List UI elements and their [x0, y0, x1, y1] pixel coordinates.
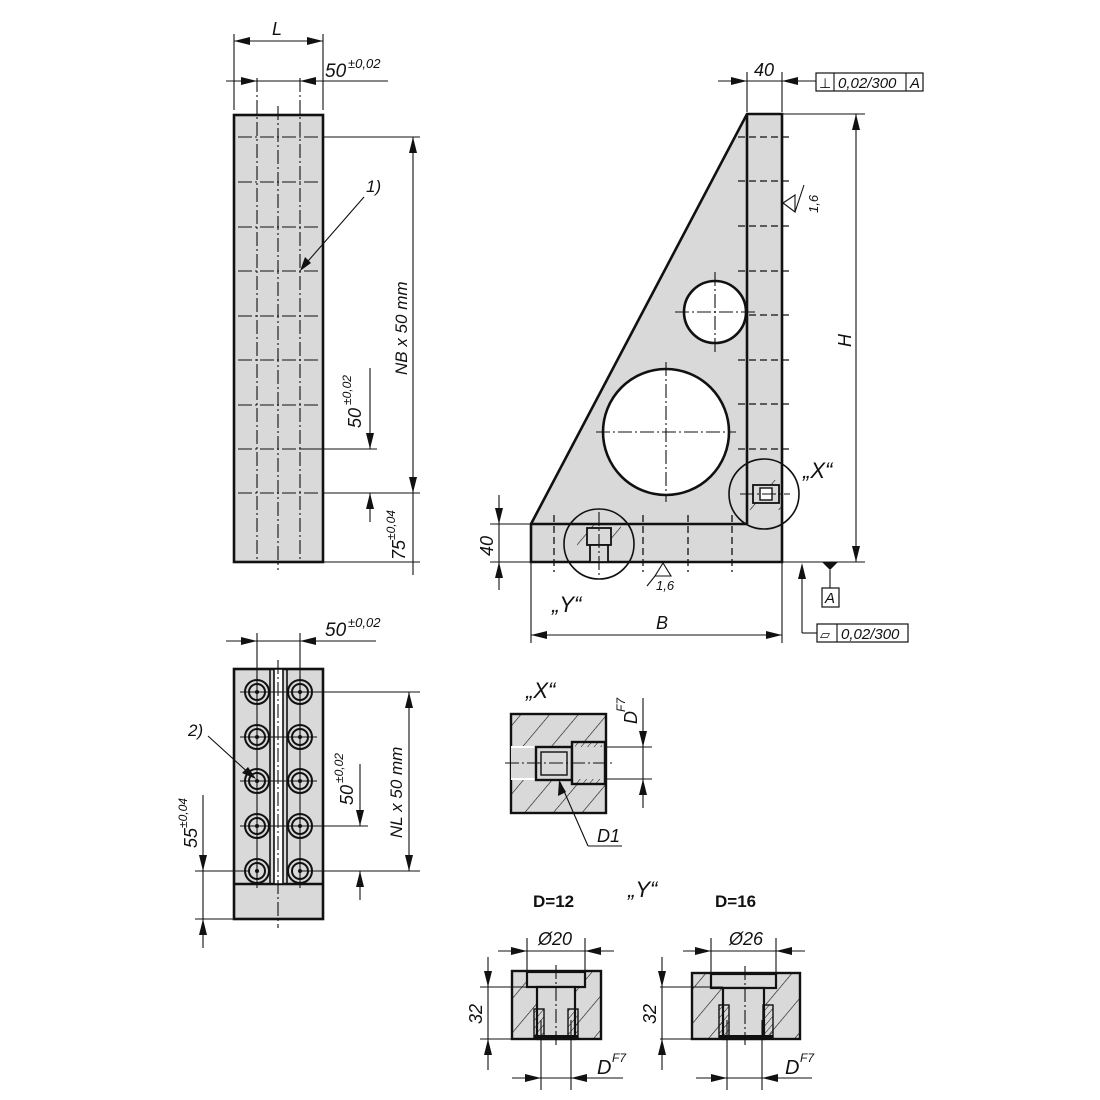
dim-hole-spacing: 50: [325, 61, 347, 82]
detail-x-marker: [728, 458, 800, 530]
roughness-symbol-bottom: 1,6: [646, 562, 675, 593]
svg-text:Ø20: Ø20: [537, 929, 572, 949]
svg-text:32: 32: [640, 1004, 660, 1024]
dim-D-fit: F7: [614, 697, 628, 712]
dim-hole-spacing-tol: ±0,02: [348, 56, 381, 71]
svg-text:Ø26: Ø26: [728, 929, 764, 949]
svg-text:1,6: 1,6: [806, 194, 821, 213]
detail-y-variant-d16: D=16 Ø26 32 D F: [640, 892, 815, 1090]
dim-pitch: 50: [337, 785, 357, 805]
roughness-symbol-vertical: 1,6: [782, 184, 821, 214]
dim-offset: 75: [389, 539, 409, 560]
dim-offset-tol: ±0,04: [384, 510, 398, 540]
dim-H: H: [835, 333, 855, 347]
svg-text:0,02/300: 0,02/300: [838, 75, 897, 92]
detail-x-label: „X“: [802, 458, 834, 483]
top-view: L 50 ±0,02 1) NB x 50 mm 50 ±0,02 75 ±0,…: [226, 19, 420, 575]
detail-y-marker: [563, 508, 635, 580]
dim-offset-tol: ±0,04: [176, 798, 190, 828]
datum-A: A: [824, 590, 835, 607]
dim-L: L: [272, 19, 282, 39]
perpendicularity-frame: ⊥ 0,02/300 A: [815, 72, 924, 92]
flatness-frame: ▱ 0,02/300: [816, 623, 909, 643]
detail-y-variant-d12: D=12 Ø20 32 D F: [466, 892, 627, 1090]
dim-base: 40: [477, 536, 497, 556]
detail-y: „Y“ D=12 Ø20 32: [466, 877, 815, 1090]
dim-pitch: 50: [345, 408, 365, 428]
dim-NL: NL x 50 mm: [387, 747, 406, 838]
dim-pitch-tol: ±0,02: [340, 375, 354, 405]
dim-hole-spacing: 50: [325, 620, 347, 641]
svg-text:1,6: 1,6: [656, 578, 675, 593]
detail-x: „X“ D F7 D1: [505, 678, 652, 847]
dim-pitch-tol: ±0,02: [332, 753, 346, 783]
svg-text:D: D: [785, 1057, 799, 1079]
dim-D: D: [621, 711, 641, 724]
dim-B: B: [656, 613, 668, 633]
callout-2: 2): [187, 721, 203, 740]
label-D1: D1: [597, 826, 620, 846]
bottom-view: 50 ±0,02 2) NL x 50 mm 50 ±0,02 55 ±0,04: [176, 615, 420, 948]
detail-y-label: „Y“: [551, 592, 583, 617]
vertical-bores: [738, 136, 790, 450]
svg-text:▱: ▱: [820, 627, 830, 642]
dim-hole-spacing-tol: ±0,02: [348, 615, 381, 630]
svg-text:D=16: D=16: [715, 892, 756, 911]
svg-text:F7: F7: [612, 1051, 627, 1065]
base-bores: [553, 515, 733, 572]
svg-text:F7: F7: [800, 1051, 815, 1065]
dim-offset: 55: [181, 827, 201, 848]
svg-text:A: A: [909, 75, 920, 92]
svg-text:⊥: ⊥: [819, 75, 831, 91]
detail-y-title: „Y“: [627, 877, 659, 902]
svg-text:D=12: D=12: [533, 892, 574, 911]
svg-text:0,02/300: 0,02/300: [841, 626, 900, 643]
dim-wall: 40: [754, 60, 774, 80]
callout-1: 1): [366, 177, 381, 196]
svg-text:32: 32: [466, 1004, 486, 1024]
side-view: „X“ „Y“ 40 ⊥ 0,02/300 A 1,6: [477, 60, 924, 643]
svg-text:D: D: [597, 1057, 611, 1079]
dim-NB: NB x 50 mm: [392, 281, 411, 375]
detail-x-title: „X“: [525, 678, 557, 703]
